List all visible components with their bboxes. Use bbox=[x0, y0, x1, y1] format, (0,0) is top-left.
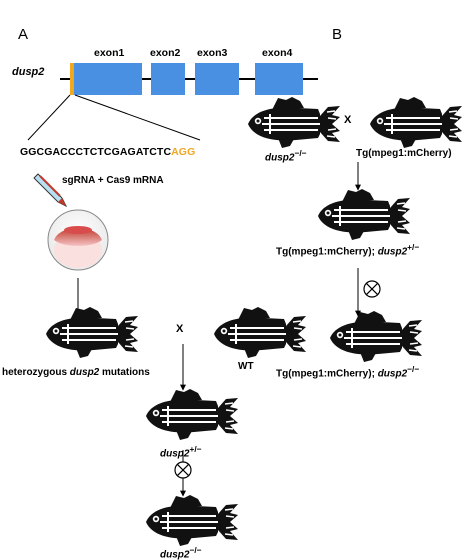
fish-icon-f2 bbox=[329, 310, 423, 363]
gene-name-label: dusp2 bbox=[12, 66, 45, 78]
sequence-main: GGCGACCCTCTCGAGATCTC bbox=[20, 146, 172, 158]
parent1-genotype-label: dusp2−/− bbox=[265, 148, 307, 164]
fish-icon-dusp2-ko-parent bbox=[247, 96, 341, 149]
target-sequence: GGCGACCCTCTCGAGATCTCAGG bbox=[20, 146, 195, 158]
exon1-box bbox=[74, 63, 142, 95]
het-genotype-label: dusp2+/− bbox=[160, 444, 202, 460]
cross-symbol-a: X bbox=[176, 323, 184, 335]
cross-symbol-b: X bbox=[344, 114, 352, 126]
fish-icon-mpeg1-parent bbox=[369, 96, 463, 149]
ko-genotype-label: dusp2−/− bbox=[160, 545, 202, 560]
injection-label: sgRNA + Cas9 mRNA bbox=[62, 175, 164, 186]
exon2-box bbox=[151, 63, 185, 95]
injection-needle-icon bbox=[33, 173, 68, 208]
fish-icon-ko bbox=[145, 494, 239, 547]
self-cross-icon-b bbox=[363, 280, 381, 298]
f0-mutation-label: heterozygous dusp2 mutations bbox=[2, 367, 150, 378]
exon3-box bbox=[195, 63, 239, 95]
fish-icon-f0 bbox=[45, 306, 139, 359]
exon1-label: exon1 bbox=[94, 47, 125, 59]
pam-sequence: AGG bbox=[171, 146, 196, 158]
zoom-line-left bbox=[27, 94, 71, 141]
wt-label: WT bbox=[238, 361, 254, 372]
zoom-line-right bbox=[74, 94, 201, 141]
exon3-label: exon3 bbox=[197, 47, 228, 59]
self-cross-icon-a bbox=[174, 461, 192, 479]
exon4-box bbox=[255, 63, 303, 95]
f1-genotype-label: Tg(mpeg1:mCherry); dusp2+/− bbox=[276, 242, 420, 258]
parent2-label: Tg(mpeg1:mCherry) bbox=[356, 148, 452, 159]
embryo-icon bbox=[47, 209, 109, 271]
exon2-label: exon2 bbox=[150, 47, 181, 59]
target-site-marker bbox=[70, 63, 74, 95]
fish-icon-f1 bbox=[317, 188, 411, 241]
panel-b-label: B bbox=[332, 26, 343, 43]
fish-icon-wt bbox=[213, 306, 307, 359]
panel-a-label: A bbox=[18, 26, 29, 43]
exon4-label: exon4 bbox=[262, 47, 293, 59]
fish-icon-het bbox=[145, 388, 239, 441]
f2-genotype-label: Tg(mpeg1:mCherry); dusp2−/− bbox=[276, 364, 420, 380]
